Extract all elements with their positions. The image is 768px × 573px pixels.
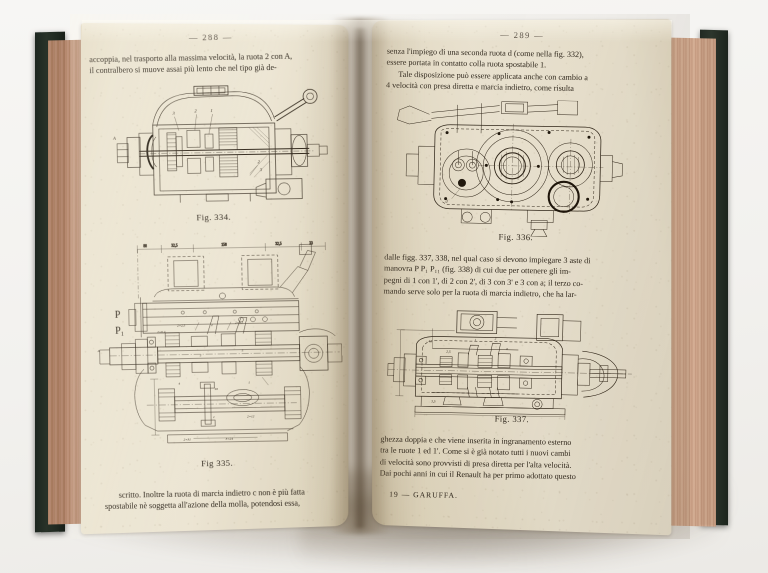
svg-text:158: 158 — [221, 243, 227, 247]
figure-337-caption: Fig. 337. — [447, 413, 577, 425]
svg-text:32,5: 32,5 — [275, 242, 282, 247]
svg-text:2=12: 2=12 — [247, 414, 255, 418]
svg-text:3,5: 3,5 — [431, 399, 436, 404]
figure-336-caption: Fig. 336. — [451, 231, 581, 243]
svg-text:43: 43 — [428, 339, 432, 343]
label-P1: P₁ — [115, 326, 124, 337]
svg-text:1: 1 — [248, 380, 250, 384]
figure-334-drawing: 321 A23 P P₁ — [108, 82, 333, 204]
svg-text:2: 2 — [495, 337, 497, 341]
svg-text:A: A — [97, 349, 101, 353]
svg-text:5: 5 — [242, 349, 244, 353]
svg-text:d: d — [446, 199, 449, 204]
svg-text:88: 88 — [143, 244, 147, 248]
svg-text:2,5: 2,5 — [446, 350, 451, 355]
figure-334-caption: Fig. 334. — [149, 211, 279, 223]
svg-text:2: 2 — [257, 159, 260, 164]
svg-text:A: A — [112, 136, 116, 141]
figure-335-caption: Fig 335. — [152, 457, 282, 469]
right-middle-paragraph: dalle figg. 337, 338, nel qual caso si d… — [383, 252, 658, 303]
gearbox-longitudinal-section-svg: 321 A23 P P₁ — [108, 82, 333, 204]
book-spine-crease — [352, 28, 368, 528]
label-P: P — [115, 310, 121, 321]
svg-text:1: 1 — [213, 415, 215, 419]
page-number-left: — 288 — — [141, 31, 281, 43]
svg-text:2=6,4: 2=6,4 — [157, 330, 166, 335]
svg-text:10: 10 — [214, 387, 218, 391]
gearbox-end-view-svg: d — [387, 98, 640, 243]
svg-text:2: 2 — [200, 353, 202, 357]
svg-text:3=24: 3=24 — [226, 437, 234, 441]
page-number-right: — 289 — — [447, 29, 597, 42]
right-top-paragraph: senza l'impiego di una seconda ruota d (… — [386, 46, 663, 97]
svg-text:1: 1 — [475, 338, 477, 342]
svg-text:2=3,5: 2=3,5 — [235, 321, 244, 326]
svg-text:2=2,5: 2=2,5 — [177, 324, 186, 329]
svg-text:a: a — [506, 347, 508, 351]
svg-text:2=31: 2=31 — [184, 437, 192, 441]
svg-text:2: 2 — [211, 323, 213, 327]
svg-text:3: 3 — [260, 167, 263, 172]
svg-text:4: 4 — [178, 382, 180, 386]
svg-text:2: 2 — [194, 108, 197, 113]
svg-text:32,5: 32,5 — [171, 244, 178, 249]
svg-text:3: 3 — [172, 111, 175, 116]
svg-text:1: 1 — [210, 108, 212, 113]
figure-336-drawing: d — [387, 98, 640, 243]
